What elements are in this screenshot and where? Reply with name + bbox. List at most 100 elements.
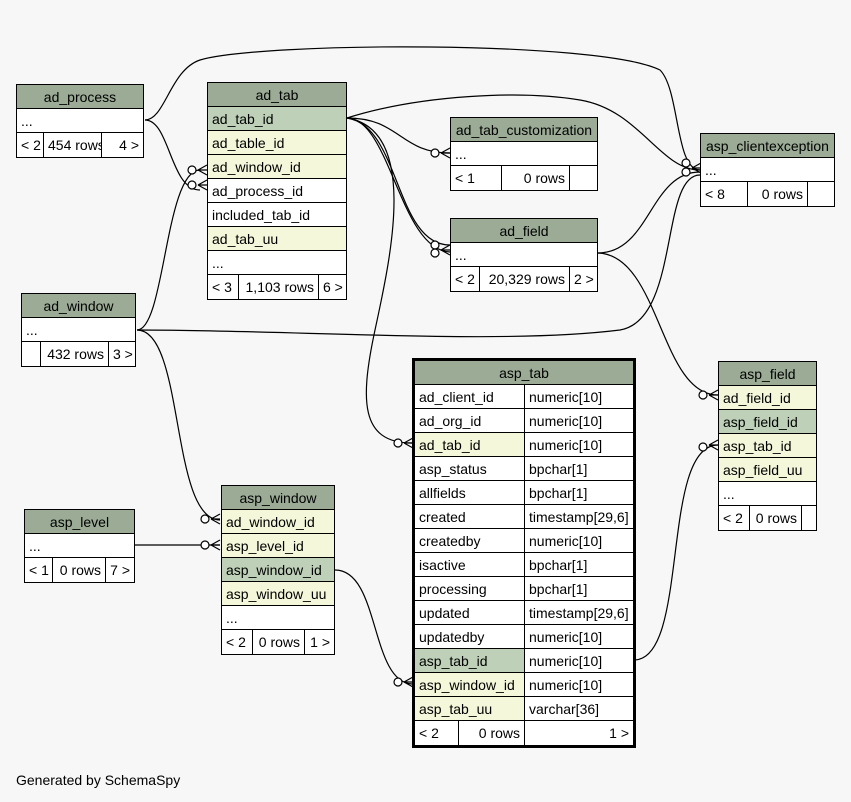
edge-window-aspwindow (136, 329, 221, 521)
table-header[interactable]: ad_field (451, 219, 597, 243)
crowfoot (440, 244, 451, 256)
table-header[interactable]: asp_tab (415, 361, 633, 385)
column-row: ... (22, 318, 135, 342)
table-header[interactable]: ad_tab (208, 83, 346, 107)
edge-end-circle (698, 390, 708, 400)
column-name: ad_org_id (419, 413, 482, 429)
children-link[interactable] (801, 506, 816, 530)
table-header[interactable]: asp_field (719, 362, 816, 386)
edge-window-tab (136, 169, 201, 331)
children-link[interactable]: 4 > (101, 133, 143, 157)
edge-end-circle (187, 180, 197, 190)
column-row: ad_tab_uu (208, 227, 346, 251)
table-header[interactable]: asp_window (222, 486, 334, 510)
children-link[interactable]: 7 > (105, 558, 134, 582)
table-header[interactable]: asp_level (25, 510, 134, 534)
edge-end-circle (430, 148, 440, 158)
column-row: asp_level_id (222, 534, 334, 558)
table-header[interactable]: ad_window (22, 294, 135, 318)
column-row: asp_tab_id (719, 434, 816, 458)
column-row: asp_field_uu (719, 458, 816, 482)
parents-link[interactable]: < 8 (705, 186, 725, 202)
column-name: ... (26, 322, 38, 338)
parents-link[interactable]: < 2 (455, 271, 475, 287)
column-row: ... (719, 482, 816, 506)
children-link[interactable] (807, 182, 834, 206)
column-row: ad_window_id (208, 155, 346, 179)
parents-link[interactable]: < 2 (21, 137, 41, 153)
crowfoot (210, 539, 221, 551)
children-link[interactable]: 1 > (524, 721, 633, 745)
column-name: ... (29, 538, 41, 554)
column-type: bpchar[1] (524, 481, 633, 504)
row-count: 0 rows (501, 166, 569, 190)
column-type: timestamp[29,6] (524, 601, 633, 624)
children-link[interactable]: 2 > (569, 267, 597, 291)
column-name: updatedby (419, 629, 485, 645)
edge-end-circle (393, 677, 403, 687)
column-name: asp_window_id (415, 673, 524, 696)
column-type: timestamp[29,6] (524, 505, 633, 528)
crowfoot (197, 179, 208, 191)
parents-link[interactable]: < 1 (29, 562, 49, 578)
edge-process-tab (144, 119, 201, 191)
crowfoot (403, 676, 414, 688)
crowfoot (403, 437, 414, 449)
children-link[interactable]: 1 > (304, 630, 334, 654)
column-name: ad_field_id (719, 386, 816, 409)
column-row: ... (25, 534, 134, 558)
parents-link[interactable]: < 3 (212, 279, 232, 295)
column-name: ad_tab_id (415, 433, 524, 456)
parents-link[interactable]: < 2 (723, 510, 743, 526)
parents-link[interactable]: < 2 (419, 725, 439, 741)
row-count: 0 rows (749, 506, 801, 530)
edge-end-circle (430, 240, 440, 250)
column-row: ... (208, 251, 346, 275)
row-count: 0 rows (252, 630, 304, 654)
column-type: numeric[10] (524, 649, 633, 672)
children-link[interactable]: 6 > (318, 275, 346, 299)
column-name: ... (212, 255, 224, 271)
crowfoot (691, 162, 702, 174)
parents-link[interactable] (22, 342, 40, 366)
column-name: ad_table_id (208, 131, 346, 154)
row-count: 0 rows (52, 558, 105, 582)
column-name: asp_status (419, 461, 487, 477)
column-type: numeric[10] (524, 433, 633, 456)
table-header[interactable]: ad_process (17, 85, 143, 109)
parents-link[interactable]: < 2 (226, 634, 246, 650)
table-header[interactable]: ad_tab_customization (451, 118, 597, 142)
column-name: asp_tab_id (719, 434, 816, 457)
column-name: included_tab_id (212, 207, 311, 223)
children-link[interactable] (569, 166, 597, 190)
children-link[interactable]: 3 > (108, 342, 135, 366)
parents-link[interactable]: < 1 (455, 170, 475, 186)
table-header[interactable]: asp_clientexception (701, 134, 834, 158)
row-count: 1,103 rows (238, 275, 318, 299)
edge-field-aspfield (597, 252, 719, 396)
column-name: ... (21, 113, 33, 129)
